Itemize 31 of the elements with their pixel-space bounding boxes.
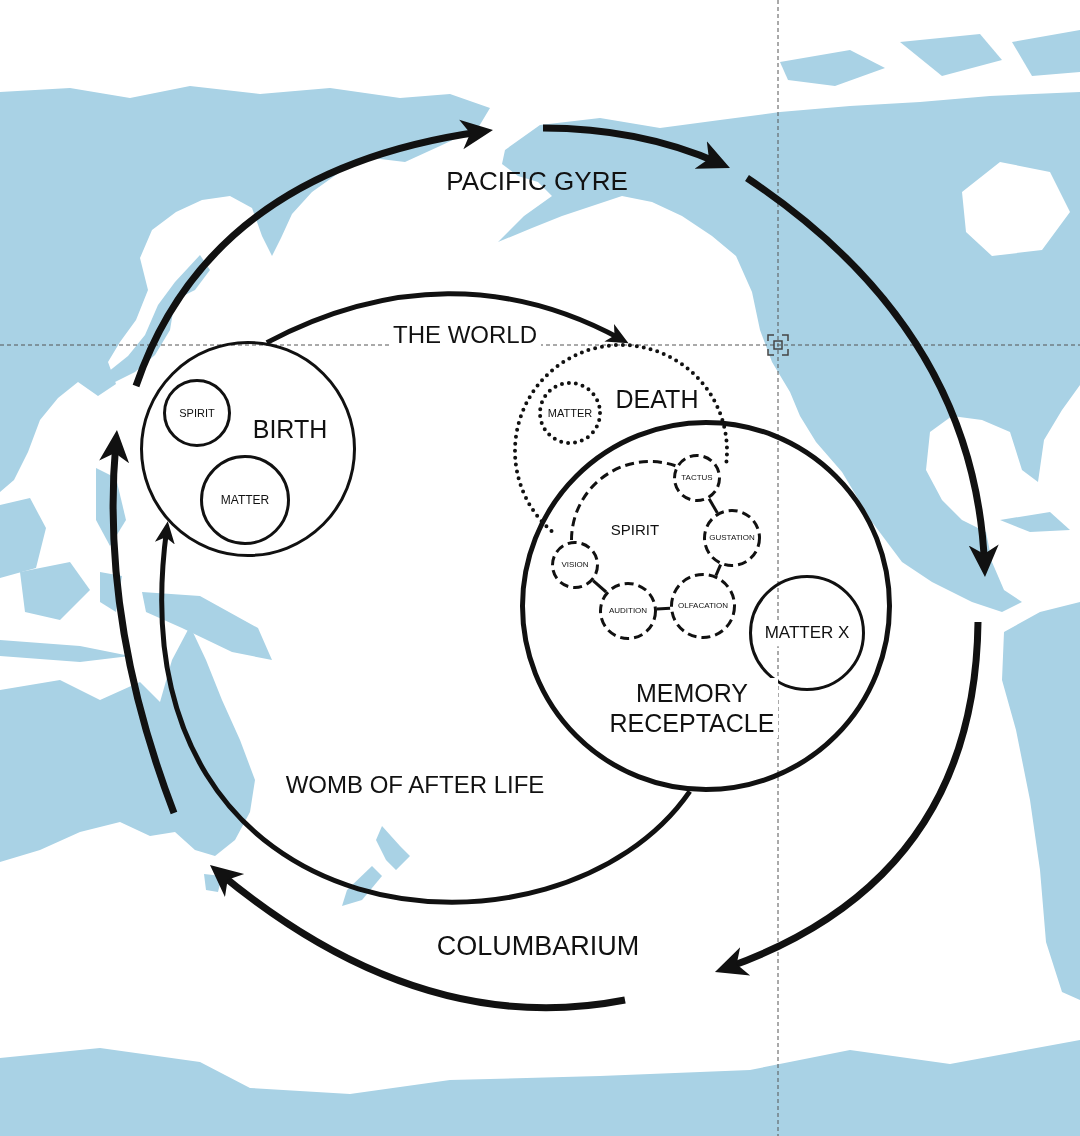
node-label: MATTER X [764, 620, 850, 646]
node-label: SPIRIT [610, 519, 660, 540]
dotted-arc-node [511, 341, 731, 535]
connector-line [592, 579, 608, 594]
region-label: PACIFIC GYRE [446, 164, 628, 198]
node-label: VISION [561, 559, 589, 571]
circle-node [200, 455, 290, 545]
dashed-circle-node [703, 509, 761, 567]
circle-node [140, 341, 356, 557]
node-label: OLFACATION [677, 600, 729, 612]
dashed-circle-node [551, 541, 599, 589]
node-label: SPIRIT [179, 405, 215, 421]
connector-line [714, 564, 722, 577]
arrow [156, 521, 692, 904]
dotted-circle-node [538, 381, 602, 445]
arrow [265, 291, 629, 345]
circle-node [163, 379, 231, 447]
dashed-circle-node [670, 573, 736, 639]
node-label: DEATH [615, 384, 699, 416]
dashed-circle-node [673, 454, 721, 502]
dashed-arc-node [568, 458, 678, 541]
node-label: AUDITION [608, 605, 648, 617]
connector-line [656, 606, 671, 611]
connector-line [707, 497, 719, 514]
node-label: GUSTATION [709, 532, 755, 544]
node-label: TACTUS [681, 472, 713, 484]
node-label: MATTER [547, 405, 593, 421]
node-label: BIRTH [252, 414, 328, 446]
node-label: MATTER [220, 492, 270, 509]
dashed-circle-node [599, 582, 657, 640]
region-label: COLUMBARIUM [436, 929, 640, 963]
